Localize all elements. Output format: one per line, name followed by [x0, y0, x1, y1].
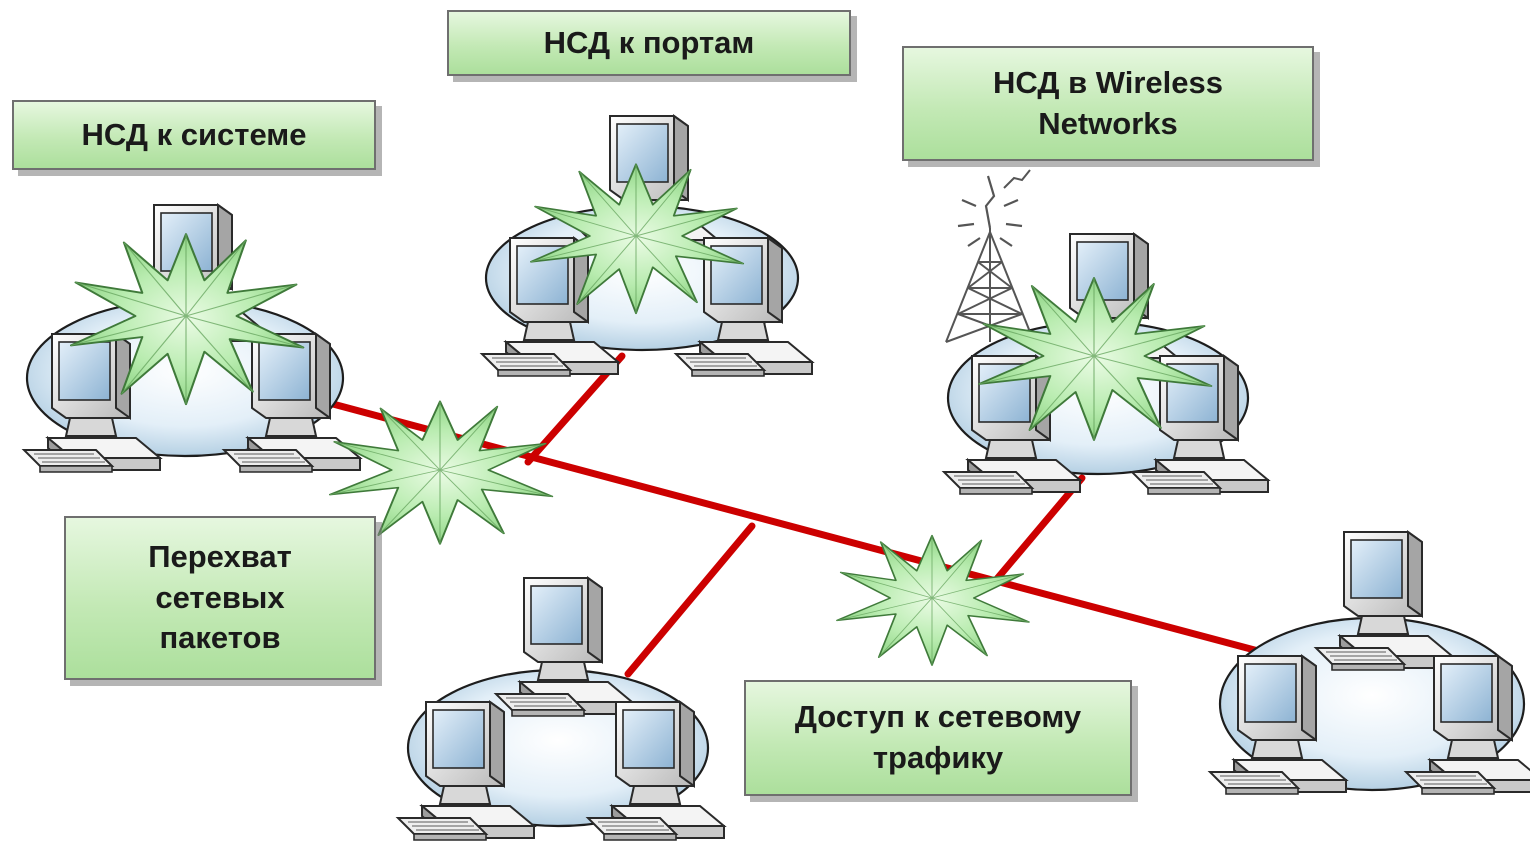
label-network-traffic-access: Доступ к сетевому трафику	[744, 680, 1132, 796]
computer-icon	[495, 577, 633, 717]
label-unauthorized-port-access: НСД к портам	[447, 10, 851, 76]
label-unauthorized-wireless-access: НСД в Wireless Networks	[902, 46, 1314, 161]
network-group-right	[1209, 531, 1530, 795]
link-wireless-network	[992, 474, 1086, 584]
link-bottom-network	[624, 522, 756, 678]
network-group-bottom	[397, 577, 725, 841]
radio-tower-icon	[945, 169, 1035, 343]
label-packet-interception: Перехват сетевых пакетов	[64, 516, 376, 680]
computer-icon	[1315, 531, 1453, 671]
label-unauthorized-system-access: НСД к системе	[12, 100, 376, 170]
attack-burst-icon	[836, 534, 1030, 667]
